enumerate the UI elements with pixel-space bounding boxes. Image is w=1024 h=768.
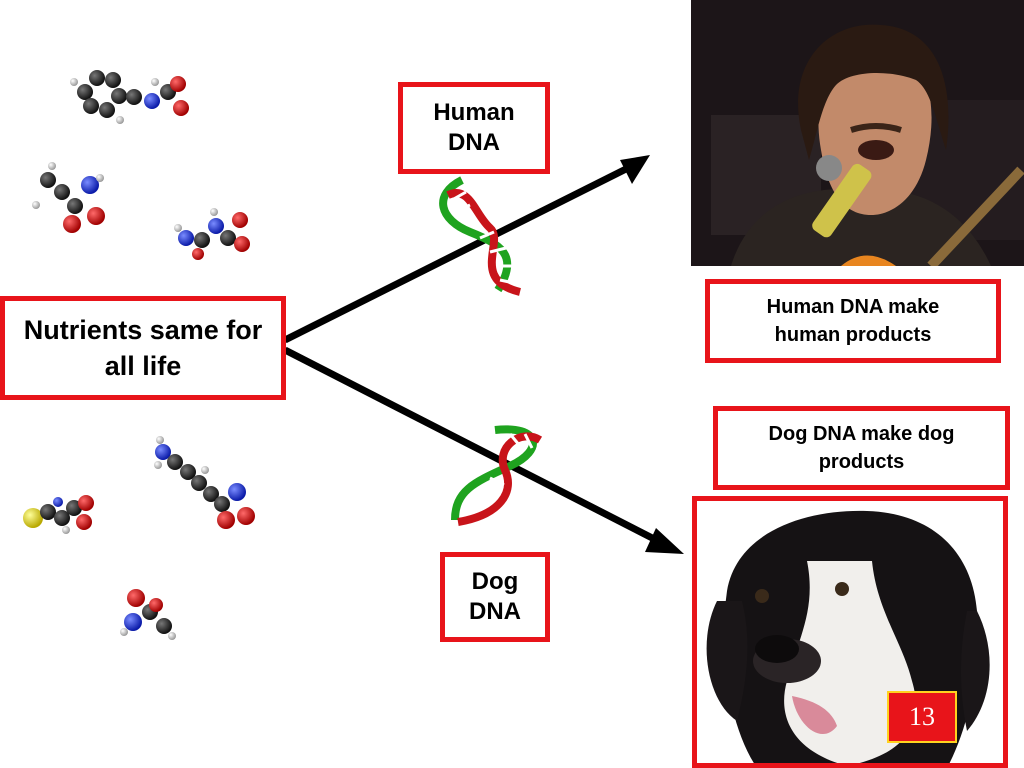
- nutrients-label: Nutrients same for all life: [23, 314, 263, 381]
- molecule-1-icon: [70, 70, 189, 124]
- dog-dna-box: Dog DNA: [440, 552, 550, 642]
- human-photo: [691, 0, 1024, 266]
- molecule-2-icon: [32, 162, 105, 233]
- human-dna-box: Human DNA: [398, 82, 550, 174]
- human-products-label: Human DNA make human products: [766, 296, 940, 346]
- dna-helix-lower-icon: [451, 425, 543, 526]
- page-number-badge: 13: [887, 691, 957, 743]
- molecule-5-icon: [23, 495, 94, 534]
- arrow-to-human: [283, 155, 650, 344]
- dog-photo-frame: [692, 496, 1008, 768]
- arrow-to-dog: [283, 346, 684, 554]
- nutrients-box: Nutrients same for all life: [0, 296, 286, 400]
- human-dna-label: Human DNA: [433, 99, 515, 156]
- singer-photo-icon: [691, 0, 1024, 266]
- page-number: 13: [909, 702, 935, 731]
- molecule-6-icon: [120, 589, 176, 640]
- dog-dna-label: Dog DNA: [469, 568, 521, 625]
- molecule-3-icon: [174, 208, 250, 260]
- dog-products-label: Dog DNA make dog products: [768, 423, 955, 473]
- molecule-4-icon: [154, 436, 255, 529]
- dog-photo-icon: [706, 510, 990, 763]
- dna-helix-upper-icon: [439, 176, 522, 296]
- dog-products-box: Dog DNA make dog products: [713, 406, 1010, 490]
- human-products-box: Human DNA make human products: [705, 279, 1001, 363]
